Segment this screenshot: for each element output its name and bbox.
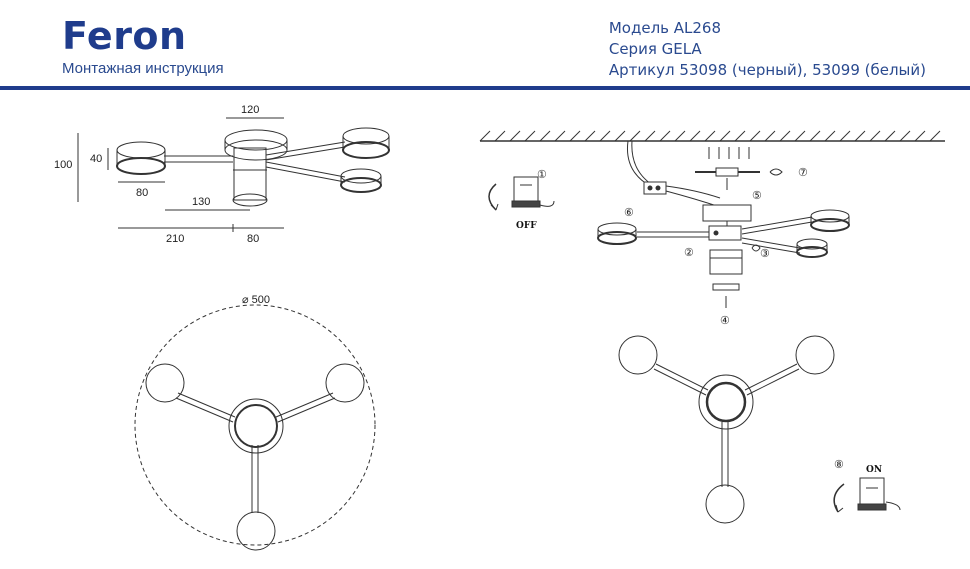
step-7-label: ⑦ (798, 167, 808, 179)
dim-height-shade: 40 (90, 153, 102, 165)
document-subtitle: Монтажная инструкция (62, 60, 224, 77)
installed-top-view (618, 335, 835, 524)
dim-span-right: 80 (247, 233, 259, 245)
switch-on-illustration (833, 477, 901, 513)
ceiling (479, 130, 945, 142)
step-3-label: ③ (760, 248, 770, 260)
step-6-label: ⑥ (624, 207, 634, 219)
step-8-label: ⑧ (834, 459, 844, 471)
dim-diameter: ⌀ 500 (242, 294, 270, 306)
mounting-hardware (695, 147, 783, 190)
brand-logo: Feron (62, 14, 187, 58)
step-2-label: ② (684, 247, 694, 259)
dim-height-total: 100 (54, 159, 72, 171)
dim-shade-width: 80 (136, 187, 148, 199)
dim-span-left: 210 (166, 233, 184, 245)
wiring (626, 140, 721, 208)
article-label: Артикул 53098 (черный), 53099 (белый) (608, 61, 926, 79)
dim-top-width: 120 (241, 104, 259, 116)
top-view: ⌀ 500 (134, 294, 376, 551)
step-1-label: ① (537, 169, 547, 181)
product-meta: Модель AL268 Серия GELA Артикул 53098 (ч… (609, 18, 926, 81)
step-5-label: ⑤ (752, 190, 762, 202)
fixture-exploded (597, 204, 850, 308)
step-4-label: ④ (720, 315, 730, 327)
switch-off-illustration (488, 176, 555, 211)
switch-on-label: ON (866, 465, 882, 475)
dim-arm-offset: 130 (192, 196, 210, 208)
series-label: Серия GELA (608, 40, 702, 58)
switch-off-label: OFF (516, 221, 537, 231)
model-label: Модель AL268 (608, 19, 722, 37)
header-divider (0, 86, 970, 90)
side-view: 120 100 40 (54, 104, 390, 245)
